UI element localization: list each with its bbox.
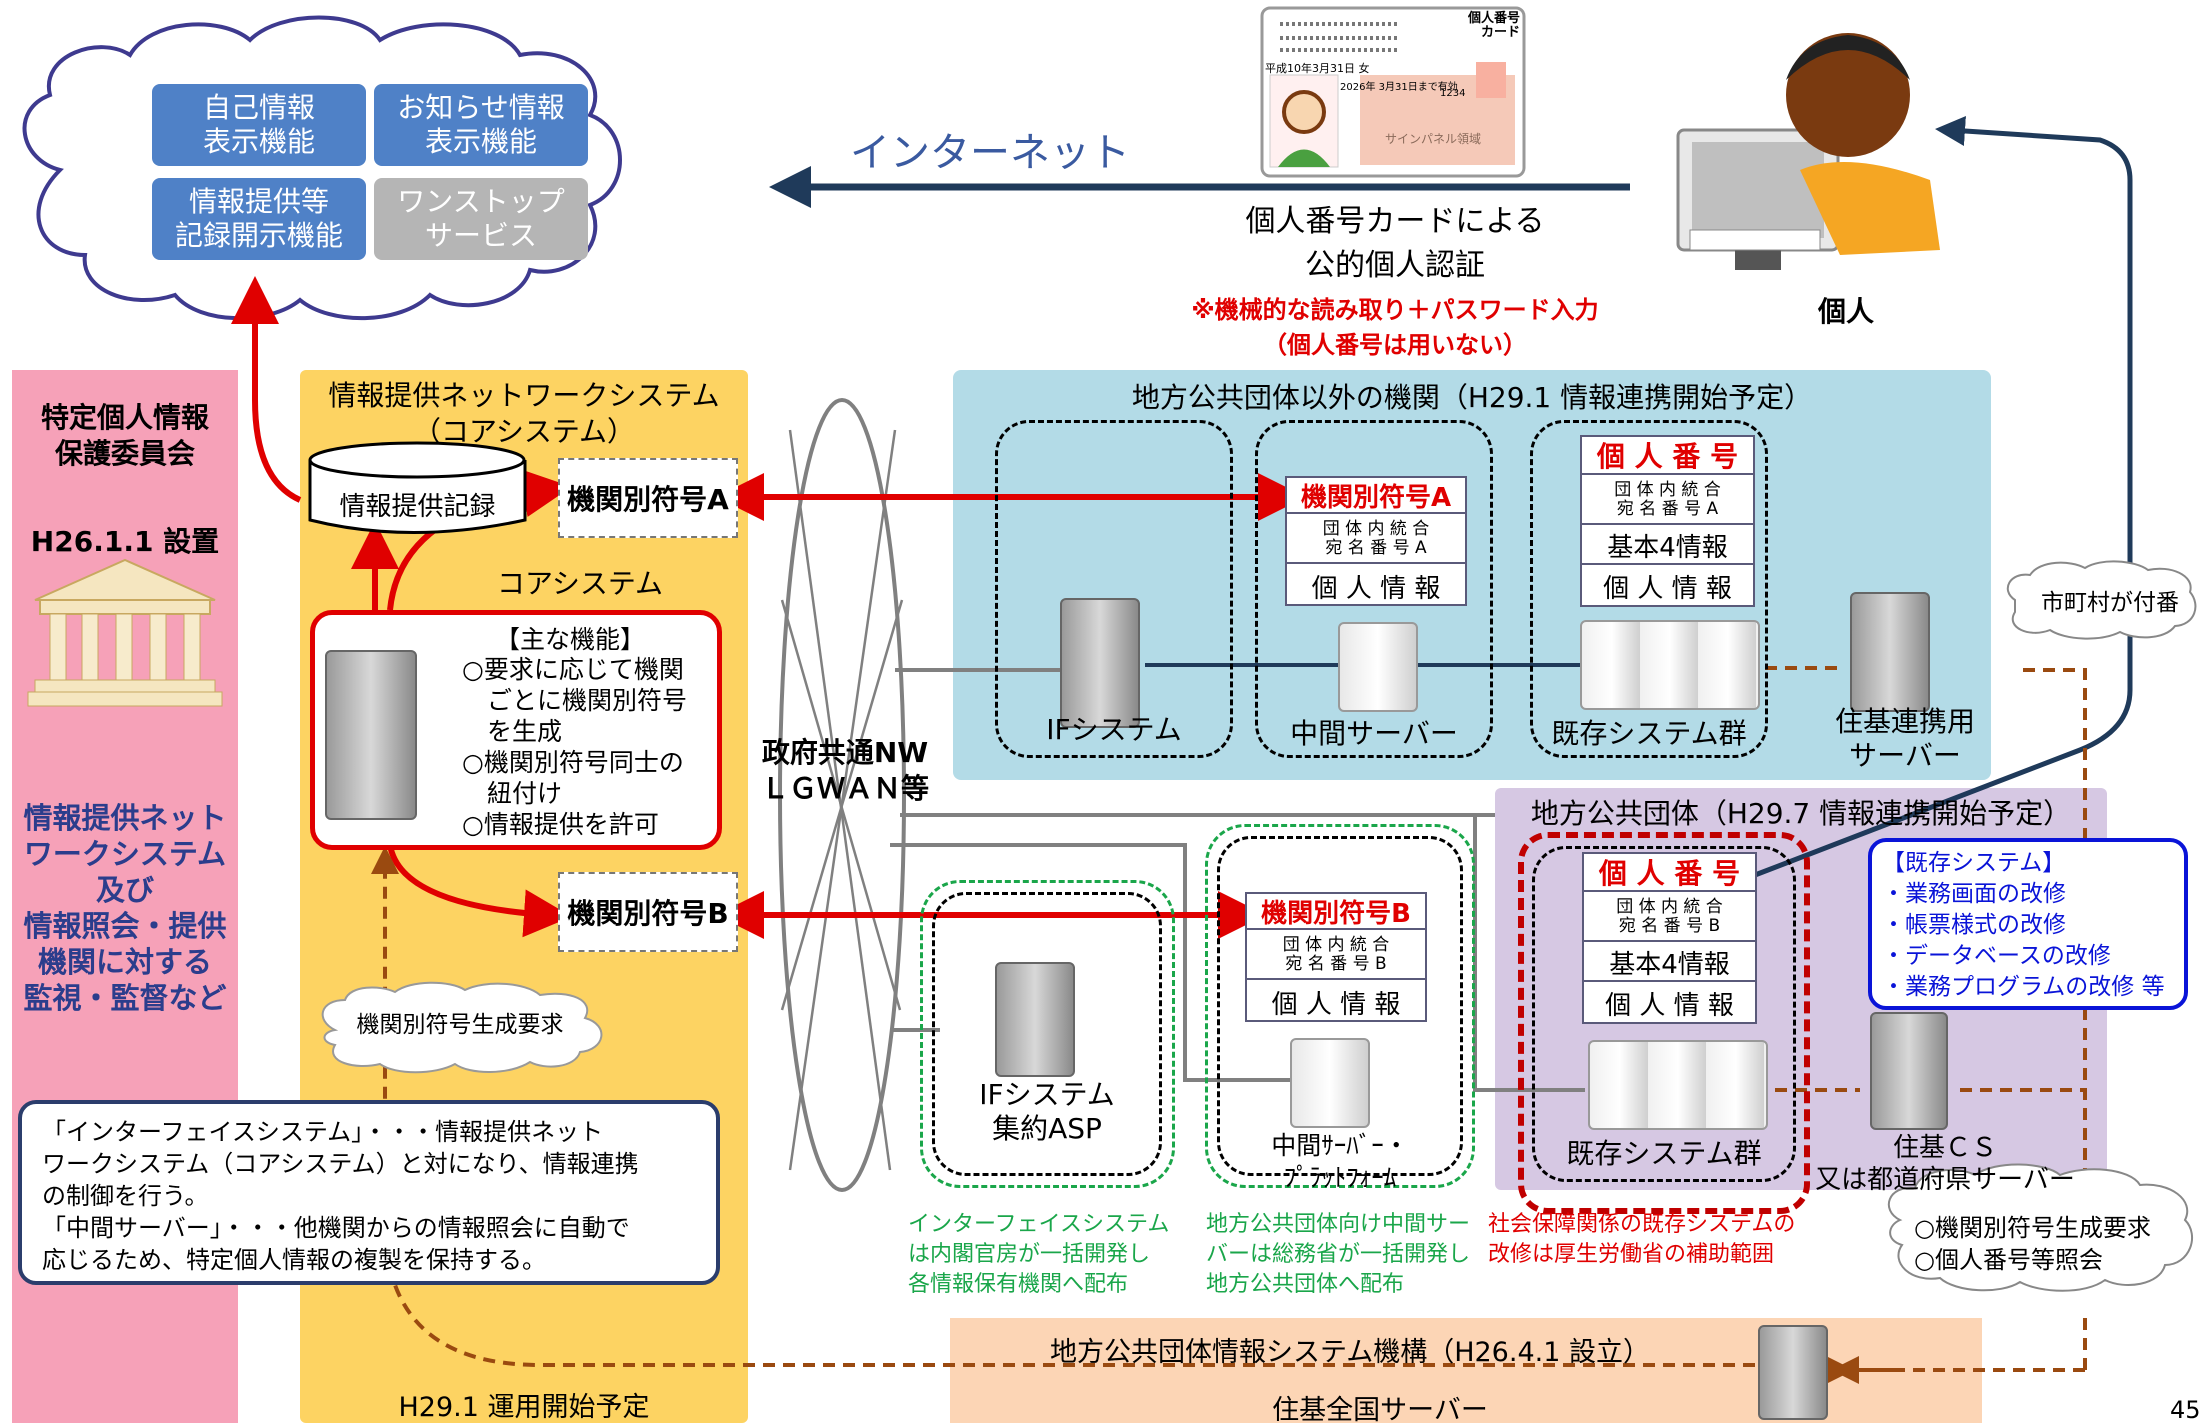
unified-b-label: 団 体 内 統 合 宛 名 番 号 B: [1245, 932, 1427, 980]
red-note: 社会保障関係の既存システムの 改修は厚生労働省の補助範囲: [1488, 1212, 1796, 1267]
if-asp-label: IFシステム 集約ASP: [979, 1078, 1115, 1145]
unified-b-label-2: 団 体 内 統 合 宛 名 番 号 B: [1582, 894, 1757, 942]
if-server-icon: [1060, 598, 1140, 728]
mynumber-label-b: 個 人 番 号: [1582, 854, 1757, 892]
if-asp-outer: [920, 880, 1175, 1188]
platform-server-icon: [1290, 1038, 1370, 1128]
core-label: コアシステム: [496, 567, 664, 600]
existing-servers-icon: [1580, 620, 1760, 710]
auth-block: 個人番号カードによる 公的個人認証 ※機械的な読み取り＋パスワード入力 （個人番…: [1180, 196, 1610, 360]
if-system-dash: [995, 420, 1233, 758]
internet-label: インターネット: [850, 130, 1130, 176]
if-system-label: IFシステム: [1046, 713, 1182, 746]
existing-dash: [1530, 420, 1768, 758]
card-expiry: 2026年 3月31日まで有効: [1340, 82, 1458, 93]
core-code-b[interactable]: 機関別符号B: [558, 872, 738, 952]
jlis-title: 地方公共団体情報システム機構（H26.4.1 設立）: [1050, 1337, 1650, 1368]
network-ellipse: [778, 398, 906, 1192]
basic4-label-b: 基本4情報: [1582, 944, 1757, 982]
middle-server-icon: [1338, 622, 1418, 712]
notice-tile[interactable]: お知らせ情報 表示機能: [374, 84, 588, 166]
green-note-2: 地方公共団体向け中間サー バーは総務省が一括開発し 地方公共団体へ配布: [1206, 1212, 1471, 1297]
request-cloud-label: ○機関別符号生成要求 ○個人番号等照会: [1914, 1214, 2151, 1274]
auth-note1: ※機械的な読み取り＋パスワード入力: [1191, 296, 1599, 324]
mynumber-label-a: 個 人 番 号: [1580, 437, 1755, 475]
person-label: 個人: [1818, 295, 1875, 328]
jlis-server-icon: [1758, 1325, 1828, 1420]
assign-label: 市町村が付番: [2041, 590, 2179, 616]
personal-info-b2: 個 人 情 報: [1605, 990, 1734, 1021]
middle-server-label: 中間サーバー: [1290, 717, 1458, 750]
service-cloud: [22, 15, 622, 321]
commission-duties: 情報提供ネット ワークシステム 及び 情報照会・提供 機関に対する 監視・監督な…: [23, 801, 227, 1015]
record-label: 情報提供記録: [339, 492, 496, 522]
record-database-icon: [308, 441, 527, 534]
basic4-label-a: 基本4情報: [1580, 527, 1755, 565]
one-stop-tile[interactable]: ワンストップ サービス: [374, 178, 588, 260]
juki-server-icon: [1850, 592, 1930, 712]
auth-note2: （個人番号は用いない）: [1263, 331, 1527, 359]
card-birth-date: 平成10年3月31日: [1265, 62, 1355, 75]
code-a-card: [1285, 476, 1467, 606]
record-disclosure-tile[interactable]: 情報提供等 記録開示機能: [152, 178, 366, 260]
core-title: 情報提供ネットワークシステム （コアシステム）: [328, 379, 720, 448]
core-start: H29.1 運用開始予定: [398, 1392, 650, 1423]
if-asp-server-icon: [995, 962, 1075, 1077]
existing-mods-box: 【既存システム】 ・業務画面の改修 ・帳票様式の改修 ・データベースの改修 ・業…: [1868, 838, 2188, 1010]
self-info-tile[interactable]: 自己情報 表示機能: [152, 84, 366, 166]
code-b-card: [1245, 892, 1427, 1022]
if-asp-inner: [932, 892, 1162, 1176]
personal-info-b: 個 人 情 報: [1271, 989, 1401, 1020]
core-functions-list: ○要求に応じて機関 ごとに機関別符号 を生成 ○機関別符号同士の 紐付け ○情報…: [462, 655, 688, 839]
jlis-server-label: 住基全国サーバー: [1272, 1395, 1488, 1426]
mynumber-card-a: [1580, 435, 1755, 607]
core-functions-title: 【主な機能】: [494, 625, 645, 654]
other-agencies-title: 地方公共団体以外の機関（H29.1 情報連携開始予定）: [1131, 381, 1813, 414]
green-note-1: インターフェイスシステム は内閣官房が一括開発し 各情報保有機関へ配布: [908, 1212, 1170, 1297]
platform-inner: [1217, 836, 1463, 1176]
personal-info-a2: 個 人 情 報: [1603, 573, 1732, 604]
commission-established: H26.1.1 設置: [30, 525, 220, 558]
local-existing-servers-icon: [1588, 1040, 1768, 1130]
code-b-label: 機関別符号B: [1245, 894, 1427, 930]
unified-a-label: 団 体 内 統 合 宛 名 番 号 A: [1285, 516, 1467, 564]
code-a-label: 機関別符号A: [1285, 478, 1467, 514]
existing-label-a: 既存システム群: [1551, 717, 1747, 750]
local-existing-dash: [1532, 846, 1796, 1182]
request-cloud: [1888, 1163, 2194, 1292]
gen-request-cloud: [321, 981, 603, 1074]
platform-outer: [1205, 824, 1475, 1188]
juki-cs-label: 住基ＣＳ 又は都道府県サーバー: [1815, 1133, 2075, 1195]
unified-a-label-2: 団 体 内 統 合 宛 名 番 号 A: [1580, 477, 1755, 525]
person-computer-icon: [1676, 33, 1940, 270]
auth-line2: 公的個人認証: [1305, 248, 1485, 283]
platform-label: 中間ｻｰﾊﾞｰ・ ﾌﾟﾗｯﾄﾌｫｰﾑ: [1271, 1131, 1409, 1192]
mynumber-card-icon: [1260, 6, 1526, 178]
local-existing-label: 既存システム群: [1566, 1137, 1762, 1170]
page-number: 45: [2170, 1396, 2201, 1424]
middle-server-dash: [1255, 420, 1493, 758]
juki-cs-server-icon: [1870, 1012, 1948, 1130]
card-signature-panel: サインパネル領域: [1385, 132, 1482, 146]
mynumber-card-b: [1582, 852, 1757, 1024]
commission-title: 特定個人情報 保護委員会: [40, 401, 209, 470]
building-icon: [27, 558, 223, 707]
assign-cloud: [2006, 560, 2197, 640]
personal-info-a: 個 人 情 報: [1311, 573, 1441, 604]
local-gov-title: 地方公共団体（H29.7 情報連携開始予定）: [1530, 797, 2072, 830]
auth-line1: 個人番号カードによる: [1245, 204, 1545, 239]
gen-request-label: 機関別符号生成要求: [356, 1012, 564, 1038]
juki-server-label: 住基連携用 サーバー: [1834, 705, 1975, 772]
card-code: 1234: [1440, 88, 1466, 99]
card-sex: 女: [1358, 62, 1370, 75]
card-title: 個人番号 カード: [1467, 11, 1520, 40]
network-label: 政府共通NW ＬＧＷＡＮ等: [760, 736, 929, 805]
local-existing-red-dash: [1518, 832, 1810, 1214]
card-birth: 平成10年3月31日 女: [1265, 60, 1465, 76]
glossary-box: 「インターフェイスシステム」・・・情報提供ネット ワークシステム（コアシステム）…: [18, 1100, 720, 1285]
core-server-icon: [325, 650, 417, 820]
core-code-a[interactable]: 機関別符号A: [558, 458, 738, 538]
